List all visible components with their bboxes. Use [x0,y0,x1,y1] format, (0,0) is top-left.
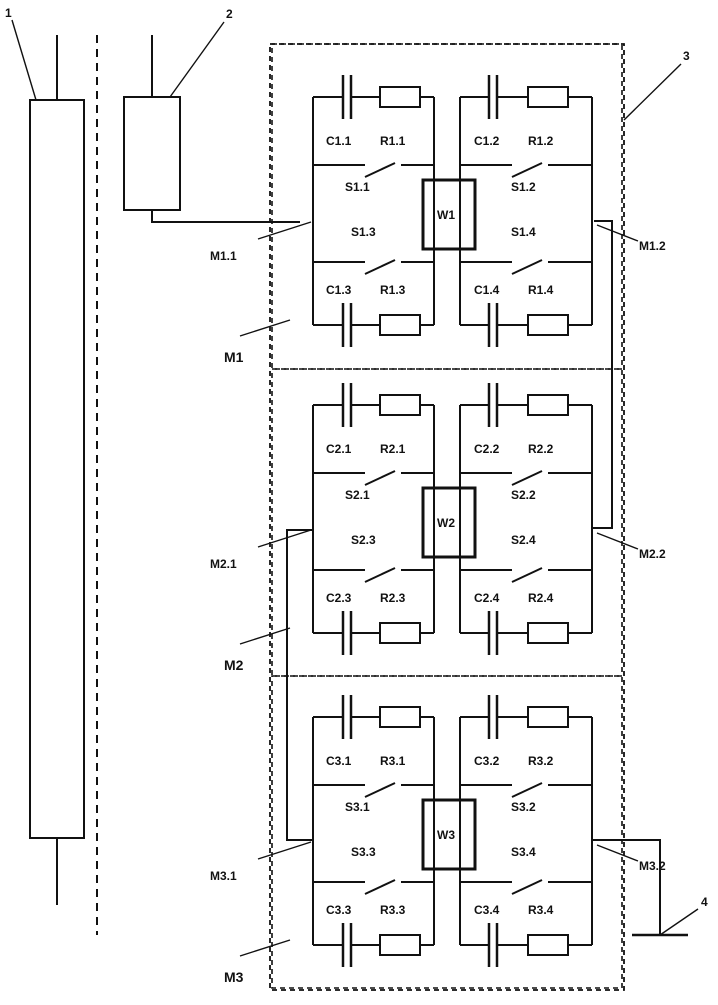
leader-1 [12,20,36,100]
label-module-name: M3 [224,969,244,985]
resistor-body [528,315,568,335]
switch-blade [512,783,542,797]
label-resistor-4: R1.4 [528,283,554,297]
label-switch-2: S2.2 [511,488,536,502]
label-left-terminal: M3.1 [210,869,237,883]
label-switch-3: S3.3 [351,845,376,859]
element-2-output-wire [152,210,300,222]
leader-module-label [240,628,290,644]
wire-m1-m2 [592,221,612,528]
label-switch-1: S3.1 [345,800,370,814]
element-1 [30,100,84,838]
label-resistor-3: R2.3 [380,591,406,605]
label-resistor-4: R2.4 [528,591,554,605]
leader-2 [170,22,224,97]
switch-blade [365,783,395,797]
leader-module-label [240,940,290,956]
label-capacitor-2: C3.2 [474,754,500,768]
wire-m3-output [592,840,660,935]
leader-3 [624,64,681,120]
switch-blade [365,568,395,582]
module-m1-box [272,44,622,369]
label-right-terminal: M2.2 [639,547,666,561]
label-capacitor-3: C2.3 [326,591,352,605]
label-switch-4: S2.4 [511,533,536,547]
label-switch-3: S2.3 [351,533,376,547]
label-switch-4: S1.4 [511,225,536,239]
switch-blade [365,260,395,274]
leader-left-terminal [258,222,311,239]
label-resistor-2: R1.2 [528,134,554,148]
label-switch-2: S3.2 [511,800,536,814]
label-left-terminal: M2.1 [210,557,237,571]
label-resistor-1: R3.1 [380,754,406,768]
resistor-body [528,87,568,107]
switch-blade [512,260,542,274]
leader-module-label [240,320,290,336]
switch-blade [365,471,395,485]
label-right-terminal: M3.2 [639,859,666,873]
resistor-body [380,623,420,643]
label-resistor-3: R1.3 [380,283,406,297]
callout-1: 1 [5,6,12,20]
label-switch-1: S1.1 [345,180,370,194]
callout-2: 2 [226,7,233,21]
leader-right-terminal [597,225,638,241]
leader-4 [660,909,698,935]
leader-right-terminal [597,845,638,861]
label-core: W1 [437,208,455,222]
resistor-body [528,935,568,955]
switch-blade [512,163,542,177]
label-capacitor-4: C3.4 [474,903,500,917]
callout-3: 3 [683,49,690,63]
label-capacitor-4: C2.4 [474,591,500,605]
label-resistor-1: R1.1 [380,134,406,148]
resistor-body [380,707,420,727]
element-2 [124,97,180,210]
switch-blade [512,471,542,485]
leader-left-terminal [258,842,311,859]
label-module-name: M1 [224,349,244,365]
label-resistor-3: R3.3 [380,903,406,917]
resistor-body [528,707,568,727]
switch-blade [512,568,542,582]
label-core: W2 [437,516,455,530]
switch-blade [365,163,395,177]
label-capacitor-1: C3.1 [326,754,352,768]
label-module-name: M2 [224,657,244,673]
label-capacitor-2: C1.2 [474,134,500,148]
label-capacitor-1: C2.1 [326,442,352,456]
label-switch-4: S3.4 [511,845,536,859]
callout-4: 4 [701,895,708,909]
resistor-body [380,935,420,955]
resistor-body [528,623,568,643]
resistor-body [528,395,568,415]
label-switch-2: S1.2 [511,180,536,194]
label-capacitor-3: C1.3 [326,283,352,297]
label-resistor-1: R2.1 [380,442,406,456]
label-capacitor-1: C1.1 [326,134,352,148]
switch-blade [365,880,395,894]
label-switch-3: S1.3 [351,225,376,239]
leader-left-terminal [258,530,311,547]
wire-m2-m3 [287,530,312,840]
label-resistor-2: R3.2 [528,754,554,768]
label-resistor-2: R2.2 [528,442,554,456]
label-capacitor-3: C3.3 [326,903,352,917]
label-right-terminal: M1.2 [639,239,666,253]
label-capacitor-2: C2.2 [474,442,500,456]
switch-blade [512,880,542,894]
label-switch-1: S2.1 [345,488,370,502]
label-capacitor-4: C1.4 [474,283,500,297]
label-core: W3 [437,828,455,842]
label-resistor-4: R3.4 [528,903,554,917]
resistor-body [380,87,420,107]
label-left-terminal: M1.1 [210,249,237,263]
resistor-body [380,315,420,335]
resistor-body [380,395,420,415]
leader-right-terminal [597,533,638,549]
